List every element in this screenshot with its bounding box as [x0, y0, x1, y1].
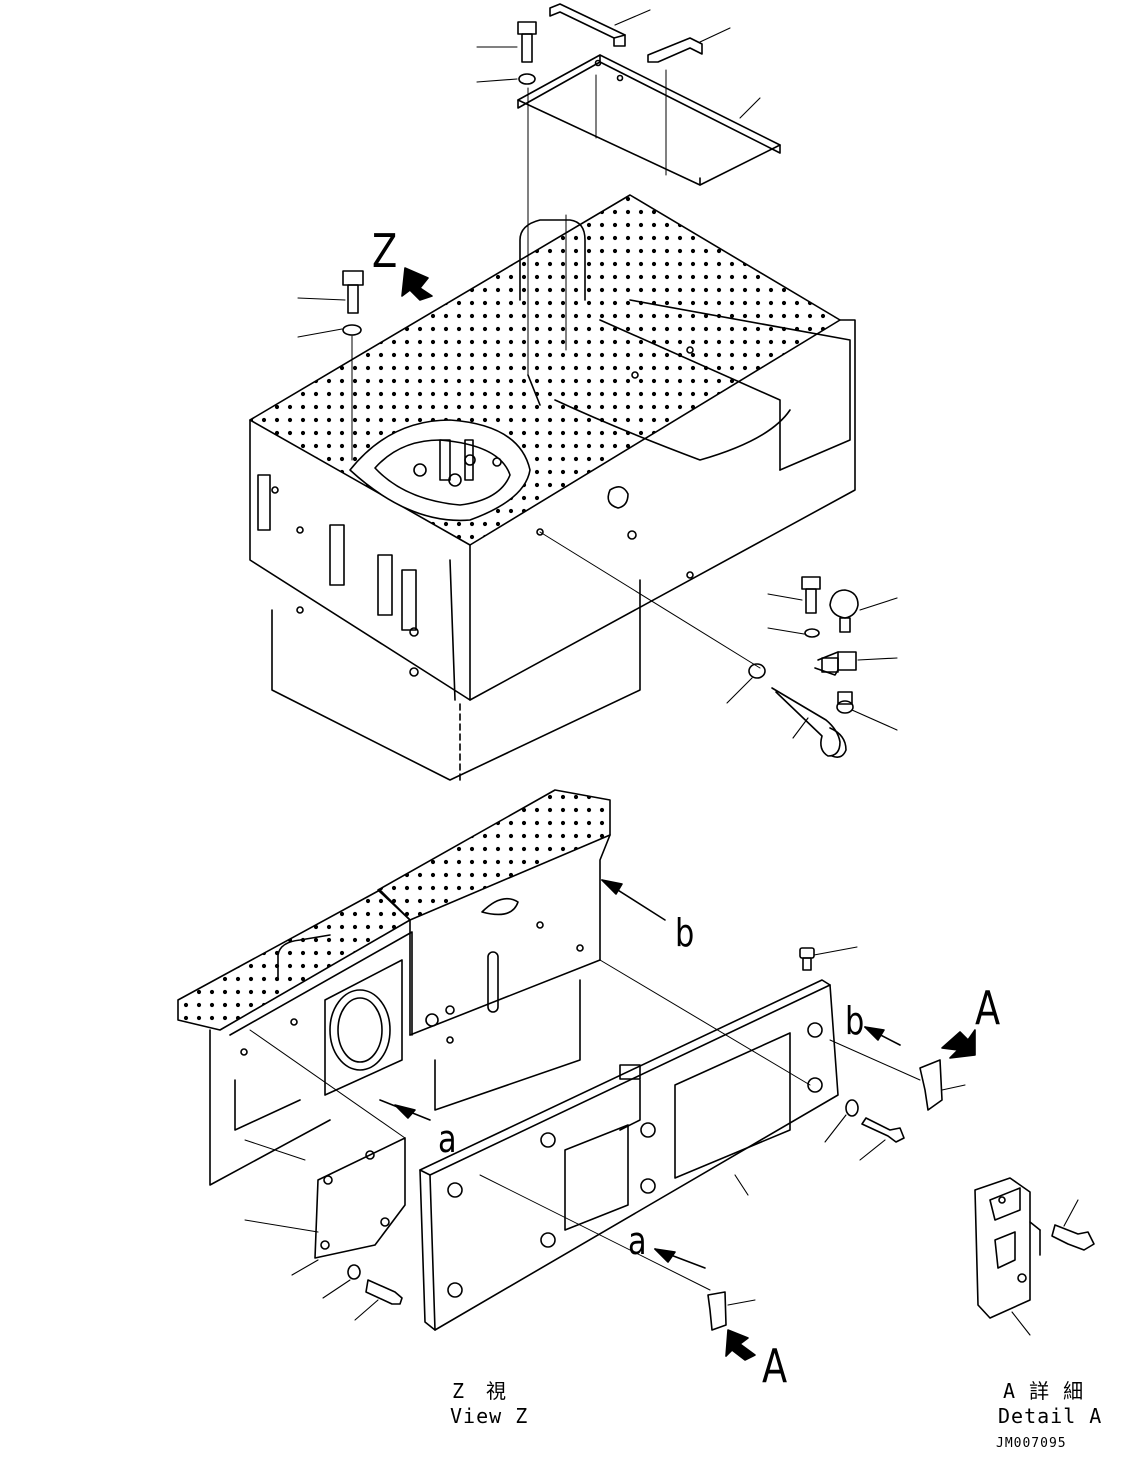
- caption-detail-a-en: Detail A: [998, 1404, 1103, 1428]
- switch-bracket: [814, 651, 857, 676]
- washer-top: [518, 73, 536, 85]
- lower-console-top-panel-left: [177, 889, 411, 1031]
- lower-console-body: [209, 834, 611, 1186]
- handle-bar: [519, 219, 586, 301]
- detail-a-arrow-right: [941, 1029, 976, 1059]
- detail-a-latch: [974, 1177, 1041, 1319]
- label-b-top: b: [675, 911, 695, 955]
- bracket-left: [549, 3, 626, 47]
- top-cover-plate: [517, 54, 781, 186]
- control-valve-cutout: [349, 419, 531, 522]
- small-cover-plate: [314, 1137, 406, 1259]
- caption-view-z-en: View Z: [450, 1404, 529, 1428]
- caption-view-z-jp: Z 視: [452, 1379, 508, 1403]
- washer-lower-right: [845, 1099, 859, 1117]
- washer-small: [804, 628, 820, 638]
- clamp-ring: [748, 663, 766, 679]
- bracket-right: [647, 37, 703, 63]
- label-b-right: b: [845, 999, 865, 1043]
- console-body: [249, 319, 856, 781]
- label-a-mid: a: [438, 1117, 457, 1161]
- console-top-perforated-panel: [249, 194, 841, 546]
- latch-right: [919, 1059, 943, 1111]
- clip: [836, 691, 854, 714]
- washer-console: [342, 324, 362, 336]
- bolt-small: [801, 576, 821, 614]
- bolt-lower-left: [365, 1279, 403, 1305]
- detail-a-bolt: [1051, 1224, 1095, 1251]
- cable-strap: [771, 687, 847, 758]
- washer-lower-left: [347, 1264, 361, 1280]
- label-a-bottom: a: [628, 1219, 647, 1263]
- view-z-arrow: [401, 267, 433, 301]
- bolt-top: [517, 21, 537, 63]
- label-z: Z: [372, 224, 398, 278]
- drawing-code: JM007095: [996, 1436, 1067, 1451]
- label-detail-a-right: A: [975, 981, 1001, 1035]
- latch-bottom: [707, 1291, 727, 1331]
- knob: [829, 589, 859, 633]
- label-detail-a-bottom: A: [762, 1339, 788, 1393]
- bolt-console: [342, 270, 364, 314]
- front-cover-plate: [419, 979, 839, 1331]
- lower-console-top-panel-right: [377, 789, 611, 921]
- caption-detail-a-jp: A 詳 細: [1003, 1379, 1085, 1403]
- detail-a-arrow-bottom: [725, 1329, 756, 1361]
- console-right-compartment: [527, 299, 851, 471]
- screw-plate-top: [799, 947, 815, 971]
- bolt-lower-right: [861, 1117, 905, 1143]
